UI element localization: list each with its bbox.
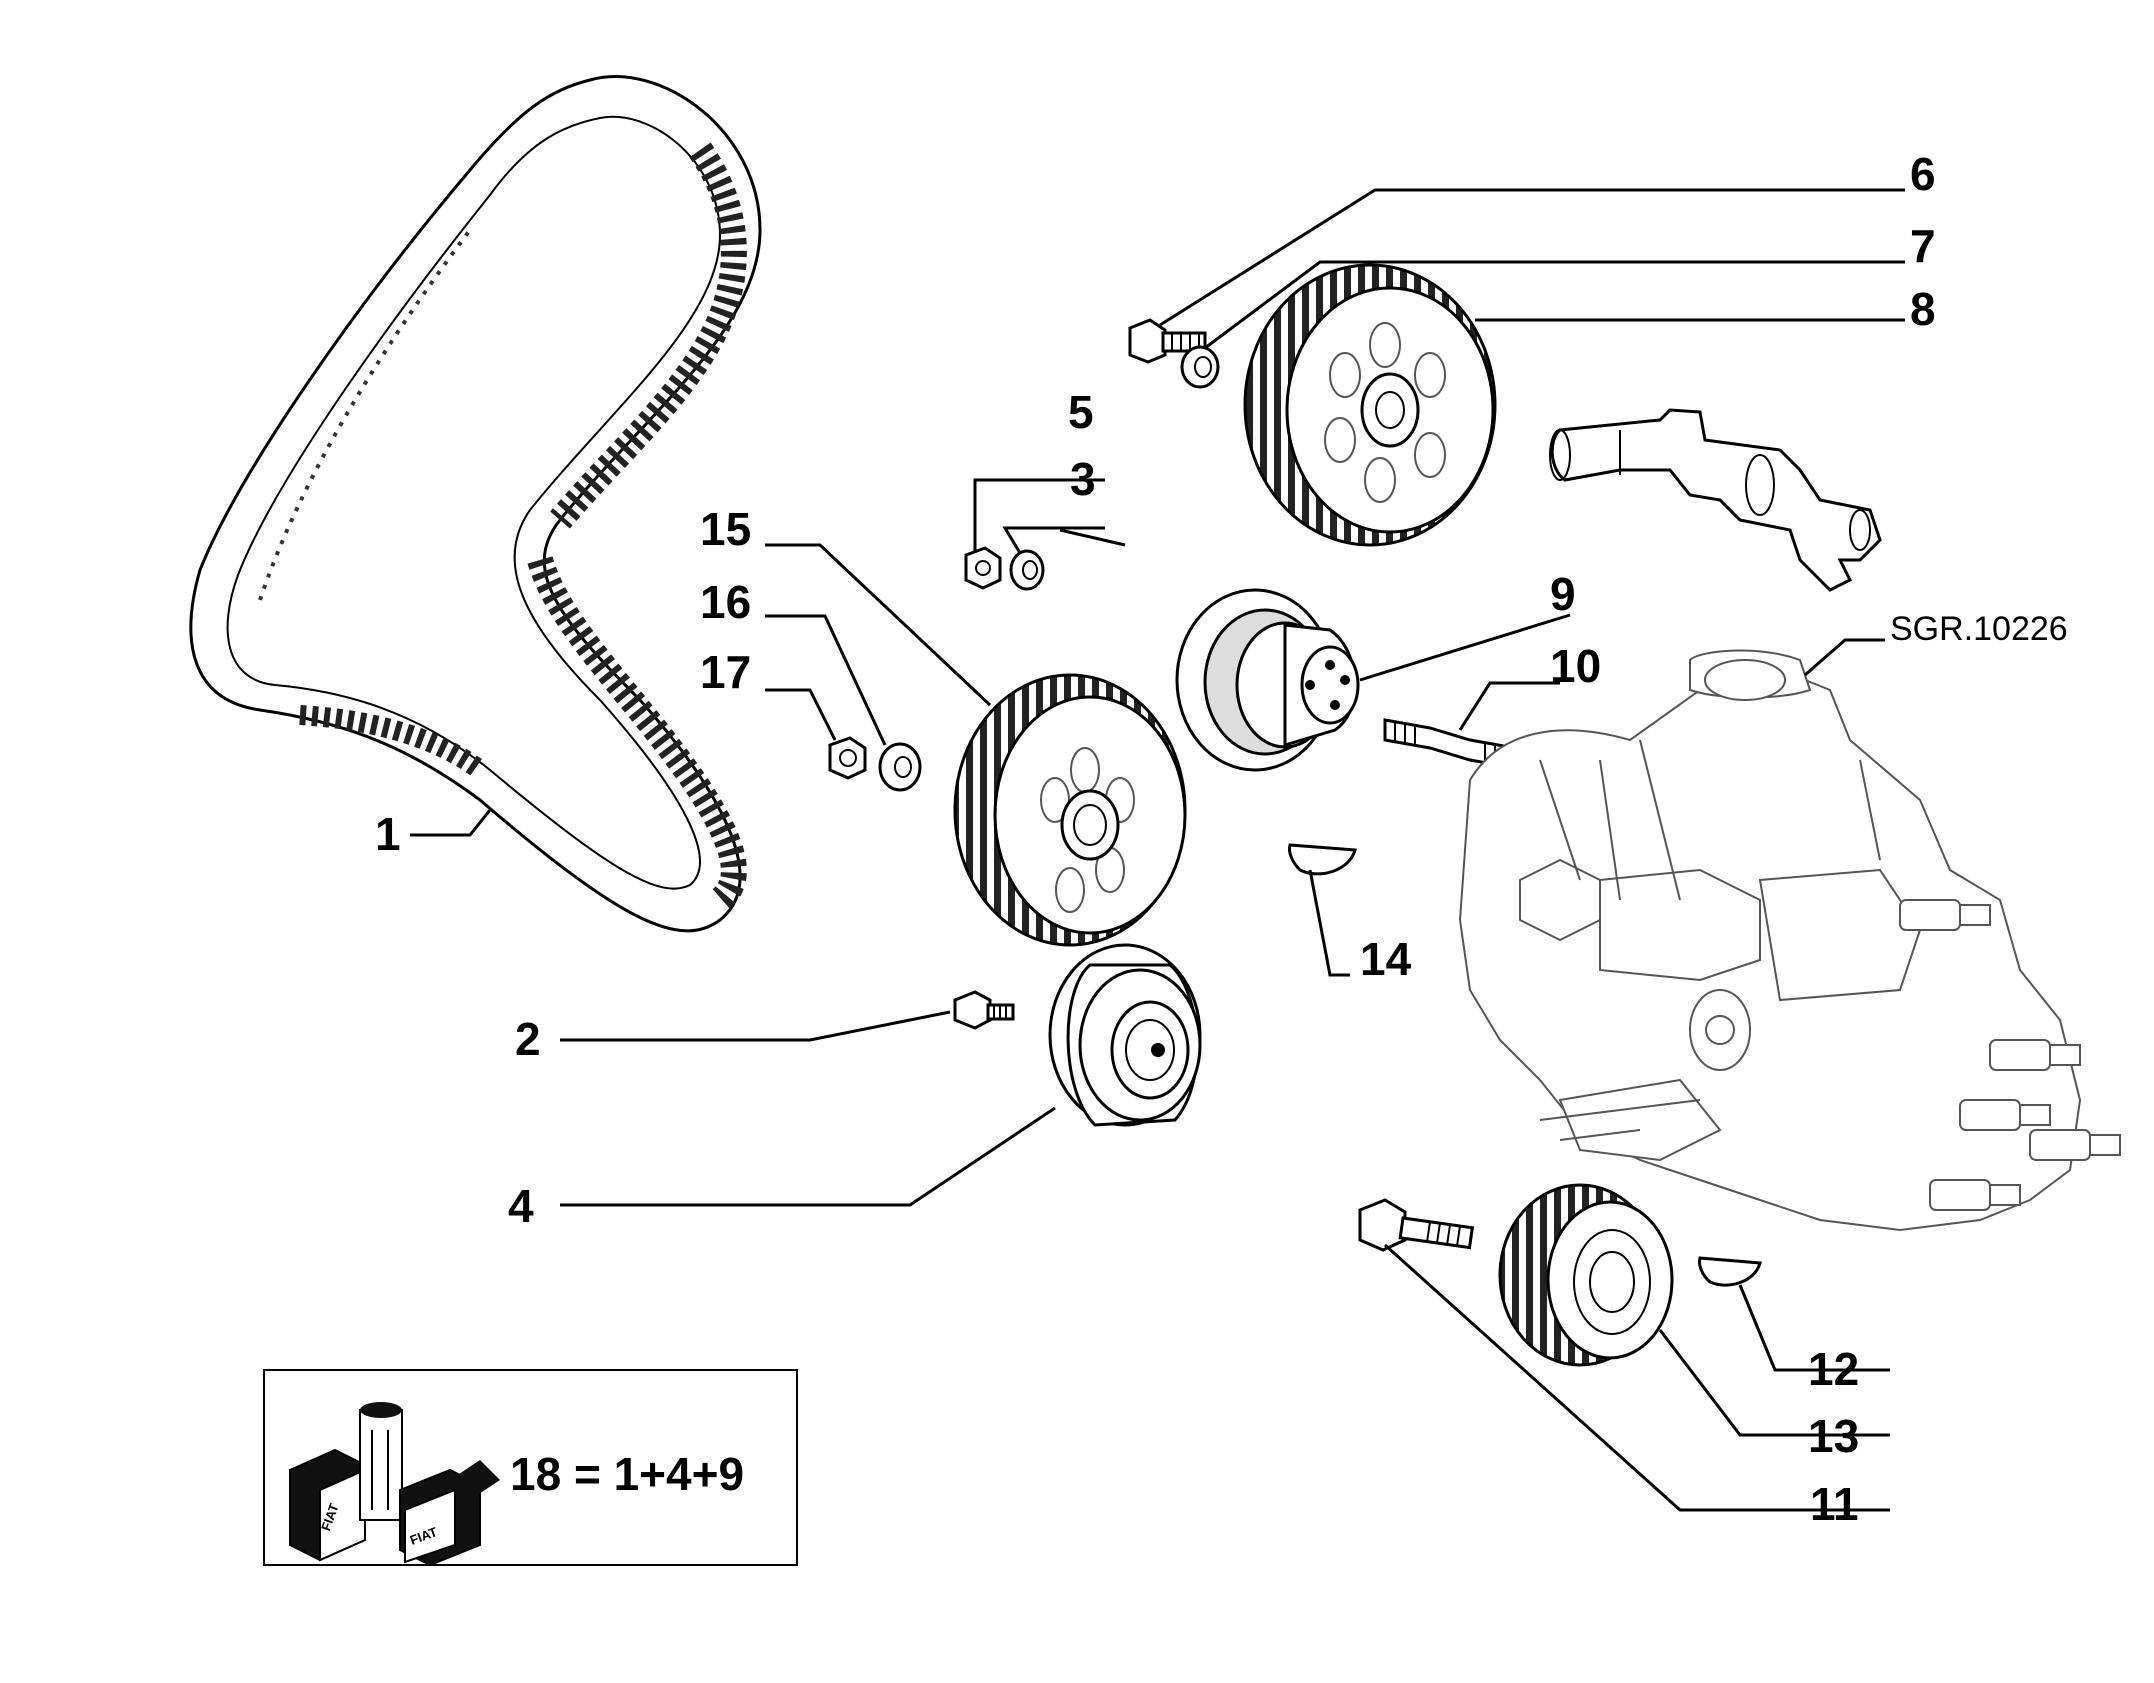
callout-16: 16 [700, 576, 751, 628]
washer-3 [1009, 549, 1045, 591]
callout-14: 14 [1360, 933, 1412, 985]
callout-7: 7 [1910, 220, 1936, 272]
pump-pulley [953, 673, 1187, 947]
bolt-11 [1358, 1198, 1475, 1252]
nut-17 [828, 736, 867, 780]
callout-4: 4 [508, 1180, 534, 1232]
callout-11: 11 [1810, 1478, 1859, 1530]
callout-2: 2 [515, 1013, 541, 1065]
pump-fittings [1899, 899, 2121, 1211]
idler-pulley [1175, 588, 1360, 772]
washer-7 [1180, 345, 1220, 389]
timing-belt [189, 75, 762, 933]
callout-9: 9 [1550, 568, 1576, 620]
crankshaft-pulley [1498, 1183, 1674, 1367]
kit-formula: 18 = 1+4+9 [510, 1448, 744, 1500]
callout-12: 12 [1808, 1343, 1859, 1395]
injection-pump [1458, 649, 2121, 1232]
diagram-code: SGR.10226 [1890, 610, 2068, 648]
callout-5: 5 [1068, 386, 1094, 438]
woodruff-key-14 [1288, 843, 1357, 876]
tensioner-roller [1048, 943, 1202, 1127]
callout-17: 17 [700, 646, 751, 698]
callout-6: 6 [1910, 148, 1936, 200]
kit-icon: FIAT FIAT [289, 1402, 500, 1567]
camshaft-pulley [1243, 263, 1497, 547]
woodruff-key-12 [1698, 1256, 1762, 1287]
callout-1: 1 [375, 808, 401, 860]
washer-16 [878, 742, 922, 792]
callout-3: 3 [1070, 453, 1096, 505]
nut-5 [964, 546, 1002, 590]
kit-box: FIAT FIAT 18 = 1+4+9 [263, 1369, 798, 1567]
callout-10: 10 [1550, 640, 1601, 692]
leader-lines [410, 188, 1905, 1512]
callout-8: 8 [1910, 283, 1936, 335]
callout-13: 13 [1808, 1410, 1859, 1462]
bolt-2 [953, 990, 1015, 1030]
callout-labels: 1 2 3 4 5 6 7 8 9 10 11 12 13 14 15 16 1… [375, 148, 2068, 1530]
callout-15: 15 [700, 503, 751, 555]
camshaft [1549, 408, 1882, 592]
